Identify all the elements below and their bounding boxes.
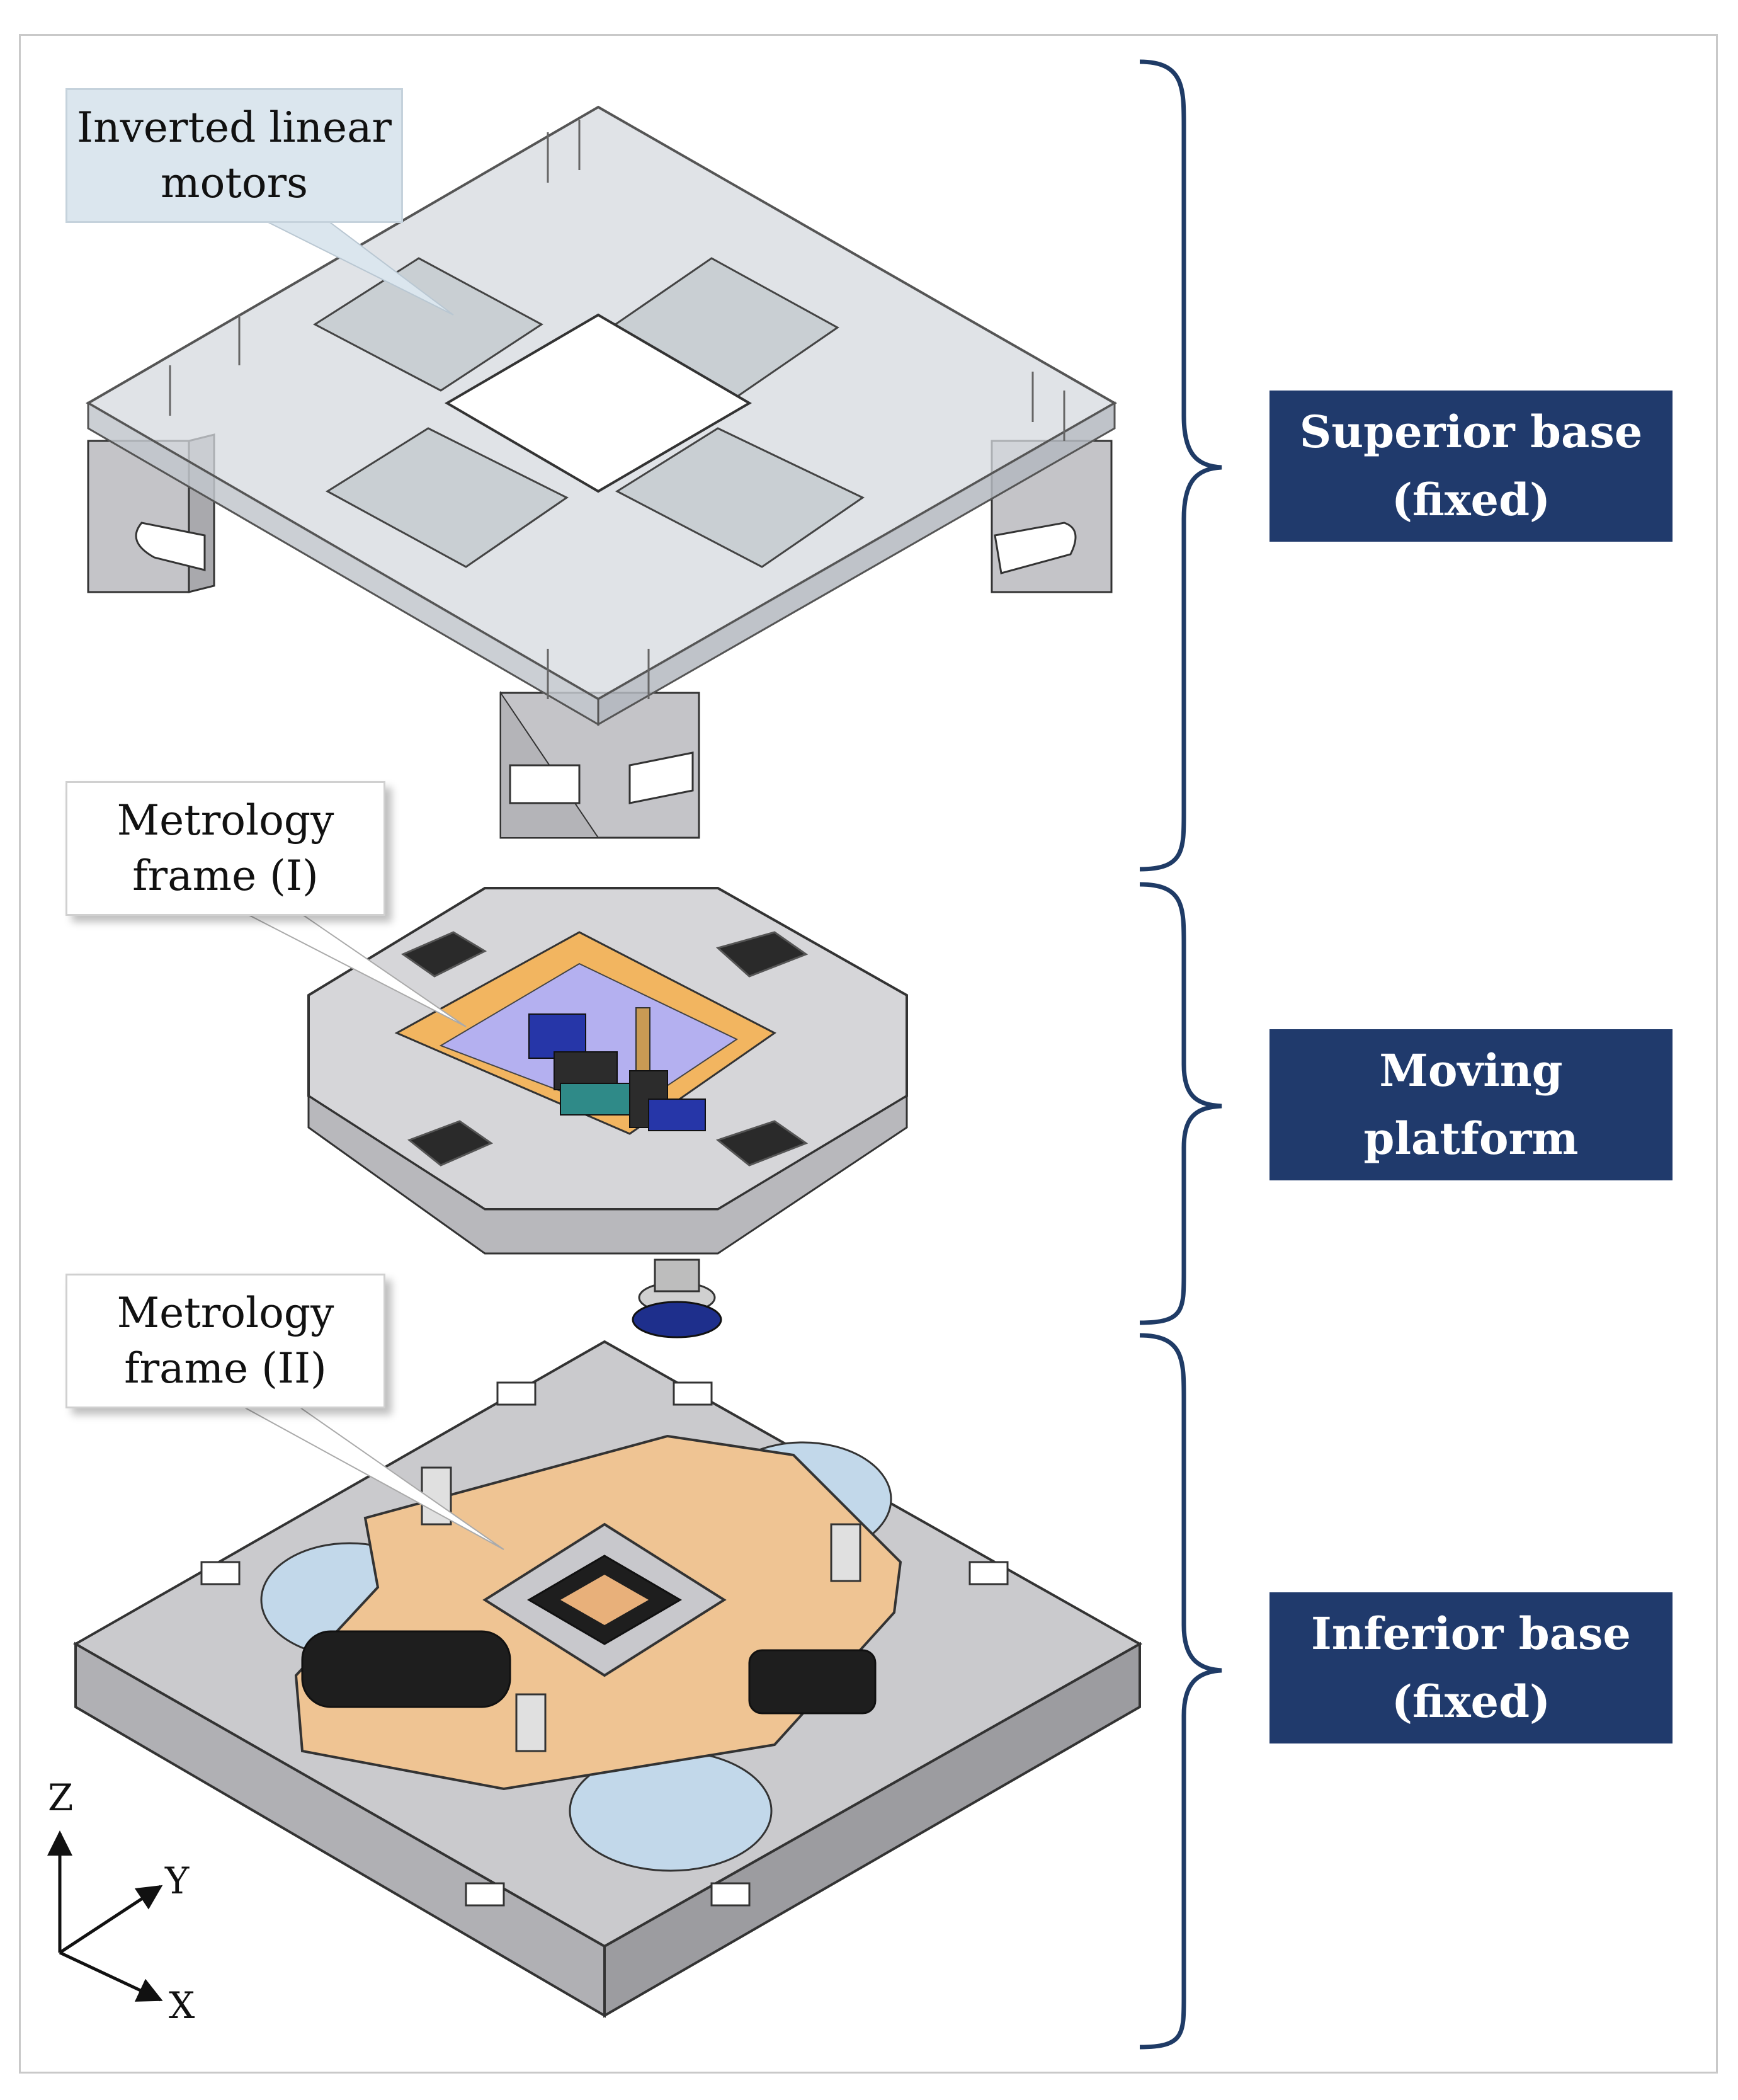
z-axis-label: Z — [48, 1776, 74, 1819]
callout-metrology-frame-2: Metrology frame (II) — [65, 1274, 385, 1408]
moving-platform-pad — [715, 1120, 809, 1167]
motor-block — [615, 427, 865, 568]
x-axis-arrow — [59, 1951, 163, 2002]
y-axis-label: Y — [165, 1859, 190, 1902]
label-inferior-base: Inferior base (fixed) — [1269, 1592, 1673, 1743]
moving-platform-pad — [407, 1120, 494, 1167]
platform-foot — [632, 1301, 722, 1338]
brace-moving-platform — [1139, 882, 1222, 1325]
moving-platform-pad — [715, 931, 809, 978]
callout-metrology-frame-1: Metrology frame (I) — [65, 781, 385, 916]
coordinate-axes — [47, 1830, 163, 2002]
superior-base-leg-left — [87, 433, 215, 593]
superior-base-drawing — [86, 105, 1118, 839]
y-axis-arrow — [59, 1885, 163, 1954]
motor-block — [326, 427, 569, 568]
label-superior-base: Superior base (fixed) — [1269, 391, 1673, 542]
brace-superior-base — [1139, 59, 1222, 872]
label-moving-platform: Moving platform — [1269, 1029, 1673, 1180]
superior-base-opening — [445, 313, 752, 493]
inferior-base-drawing — [72, 1340, 1143, 2018]
x-axis-label: X — [169, 1984, 195, 2027]
callout-inverted-linear-motors: Inverted linear motors — [65, 88, 403, 223]
sensor-block — [301, 1630, 511, 1708]
moving-platform-pad — [400, 931, 487, 978]
brace-inferior-base — [1139, 1333, 1222, 2050]
moving-platform-drawing — [307, 887, 908, 1338]
superior-base-leg-front — [499, 690, 700, 839]
sensor-block — [748, 1649, 877, 1715]
